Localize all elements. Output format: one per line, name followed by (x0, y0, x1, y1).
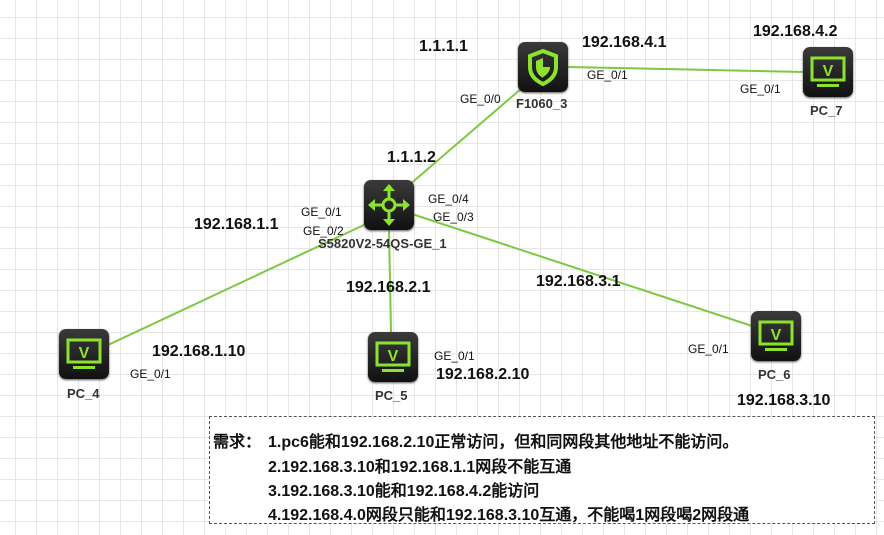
monitor-icon: V (66, 338, 102, 369)
pc7-ip: 192.168.4.2 (753, 23, 838, 40)
switch-ip-pc6: 192.168.3.1 (536, 273, 621, 290)
firewall-device[interactable] (518, 42, 568, 92)
switch-label: S5820V2-54QS-GE_1 (318, 236, 447, 251)
pc4-device[interactable]: V (59, 329, 109, 379)
pc5-label: PC_5 (375, 388, 408, 403)
firewall-port-sw: GE_0/0 (460, 92, 501, 106)
switch-arrows-icon (368, 184, 410, 226)
pc7-port: GE_0/1 (740, 82, 781, 96)
switch-ip-pc5: 192.168.2.1 (346, 279, 431, 296)
pc6-port: GE_0/1 (688, 342, 729, 356)
svg-text:V: V (771, 327, 782, 344)
switch-port-2: GE_0/2 (303, 224, 344, 238)
requirement-3: 3.192.168.3.10能和192.168.4.2能访问 (268, 483, 540, 500)
switch-port-3: GE_0/3 (433, 210, 474, 224)
link-fw-pc7 (567, 66, 806, 73)
pc6-ip: 192.168.3.10 (737, 392, 831, 409)
pc7-label: PC_7 (810, 103, 843, 118)
requirement-2: 2.192.168.3.10和192.168.1.1网段不能互通 (268, 459, 572, 476)
monitor-icon: V (810, 56, 846, 87)
requirement-1: 1.pc6能和192.168.2.10正常访问，但和同网段其他地址不能访问。 (268, 434, 739, 451)
firewall-ip-lan: 192.168.4.1 (582, 34, 667, 51)
monitor-icon: V (758, 320, 794, 351)
requirement-4: 4.192.168.4.0网段只能和192.168.3.10互通，不能喝1网段喝… (268, 507, 750, 524)
pc5-ip: 192.168.2.10 (436, 366, 530, 383)
pc5-port: GE_0/1 (434, 349, 475, 363)
switch-port-1: GE_0/1 (301, 205, 342, 219)
requirements-prefix: 需求： (213, 434, 262, 451)
svg-text:V: V (823, 63, 834, 80)
svg-text:V: V (388, 348, 399, 365)
firewall-ip: 1.1.1.1 (419, 38, 468, 55)
pc4-label: PC_4 (67, 386, 100, 401)
link-switch-pc5 (388, 229, 392, 333)
requirements-note: 需求： 1.pc6能和192.168.2.10正常访问，但和同网段其他地址不能访… (209, 416, 875, 524)
switch-ip-pc4: 192.168.1.1 (194, 216, 279, 233)
switch-port-4: GE_0/4 (428, 192, 469, 206)
monitor-icon: V (375, 341, 411, 372)
firewall-port-pc7: GE_0/1 (587, 68, 628, 82)
svg-text:V: V (79, 345, 90, 362)
link-switch-pc6 (411, 213, 753, 327)
pc5-device[interactable]: V (368, 332, 418, 382)
pc6-device[interactable]: V (751, 311, 801, 361)
pc4-ip: 192.168.1.10 (152, 343, 246, 360)
link-fw-switch (407, 87, 523, 187)
switch-device[interactable] (364, 180, 414, 230)
firewall-label: F1060_3 (516, 96, 568, 111)
shield-icon (528, 48, 558, 87)
pc6-label: PC_6 (758, 367, 791, 382)
pc4-port: GE_0/1 (130, 367, 171, 381)
switch-ip-up: 1.1.1.2 (387, 149, 436, 166)
link-switch-pc4 (107, 223, 367, 346)
pc7-device[interactable]: V (803, 47, 853, 97)
